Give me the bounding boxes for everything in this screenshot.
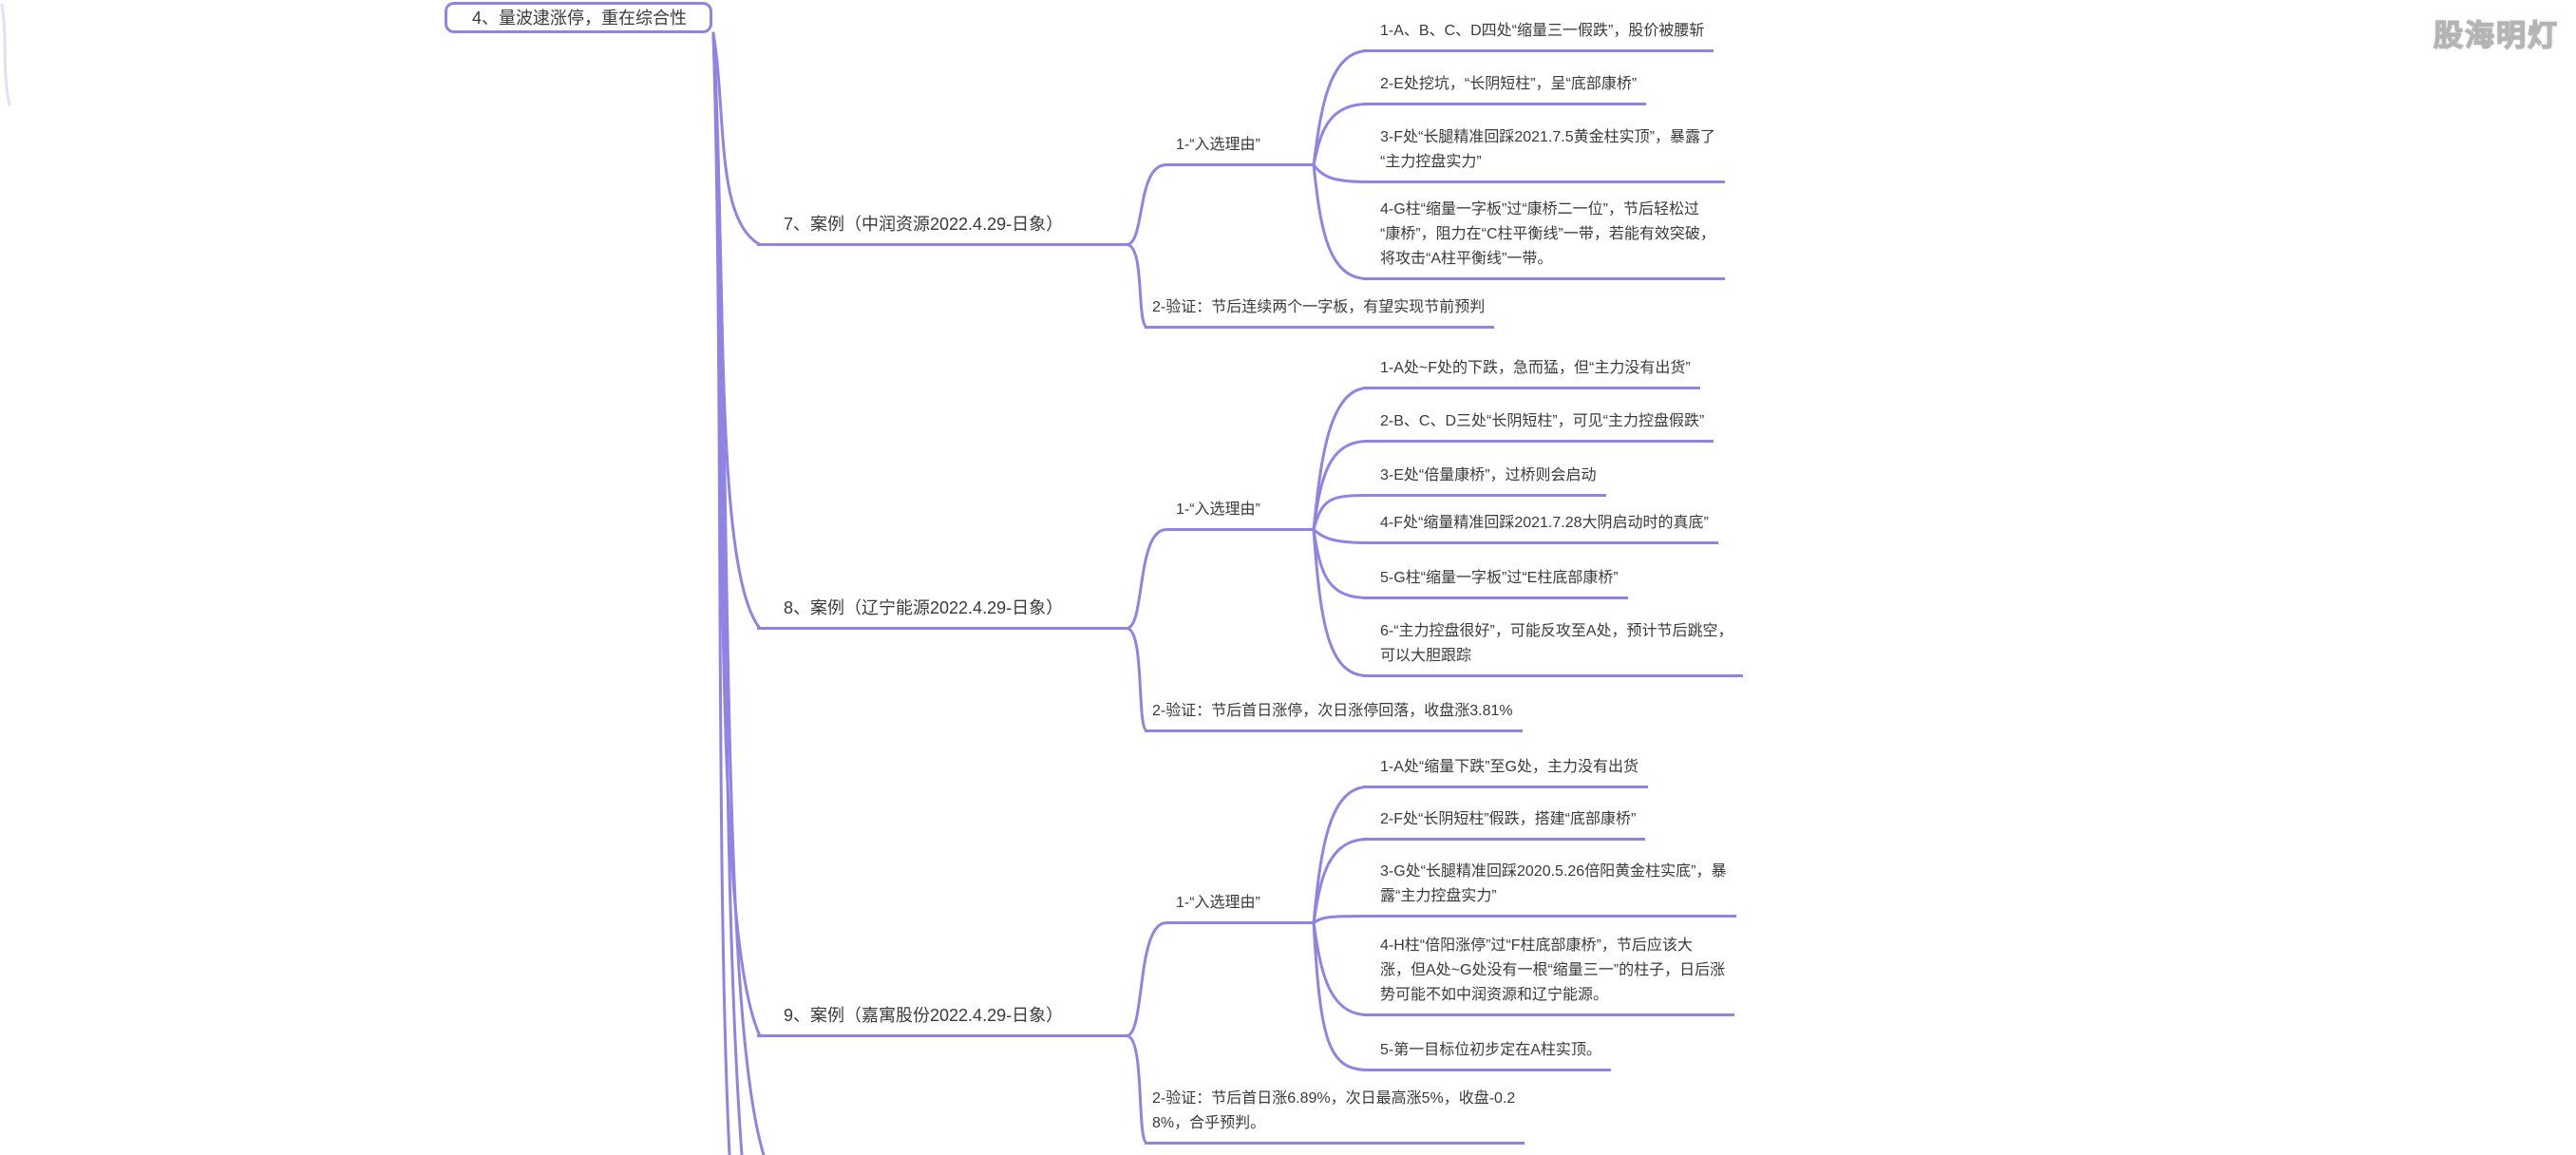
topic-case9-reason-3[interactable]: 3-G处“长腿精准回踩2020.5.26倍阳黄金柱实底”，暴 露“主力控盘实力” [1363,860,1736,918]
topic-case7-reason-3[interactable]: 3-F处“长腿精准回踩2021.7.5黄金柱实顶”，暴露了 “主力控盘实力” [1363,125,1725,183]
topic-case9-reason-5[interactable]: 5-第一目标位初步定在A柱实顶。 [1363,1038,1611,1071]
topic-case8-reason-2[interactable]: 2-B、C、D三处“长阴短柱”，可见“主力控盘假跌” [1363,409,1714,443]
connector-case8-leaf6 [1312,528,1370,677]
offscreen-parent-branch [0,3,11,106]
connector-root-offscreen-3 [711,31,766,1155]
topic-case7-validation[interactable]: 2-验证：节后连续两个一字板，有望实现节前预判 [1145,295,1495,329]
topic-case9-reason-4[interactable]: 4-H柱“倍阳涨停”过“F柱底部康桥”，节后应该大 涨，但A处~G处没有一根“缩… [1363,934,1735,1016]
topic-case8-reason-4[interactable]: 4-F处“缩量精准回踩2021.7.28大阴启动时的真底” [1363,511,1718,544]
topic-case9-reason-label[interactable]: 1-“入选理由” [1166,891,1314,924]
connector-case7-leaf1 [1312,49,1370,166]
connector-case9-leaf1 [1312,786,1370,924]
topic-case8-reason-5[interactable]: 5-G柱“缩量一字板”过“E柱底部康桥” [1363,566,1628,599]
connector-case8-leaf5 [1312,528,1370,599]
connector-case8-leaf4 [1312,528,1370,544]
topic-case9-reason-1[interactable]: 1-A处“缩量下跌”至G处，主力没有出货 [1363,755,1649,788]
connector-case9-leaf5 [1312,921,1370,1071]
topic-case7-reason-label[interactable]: 1-“入选理由” [1166,133,1314,166]
connector-case7-leaf4 [1312,163,1370,280]
topic-case7[interactable]: 7、案例（中润资源2022.4.29-日象） [757,212,1127,246]
connector-case8-validation [1125,627,1149,732]
connector-case8-reason [1125,528,1168,630]
topic-case8-reason-3[interactable]: 3-E处“倍量康桥”，过桥则会启动 [1363,464,1606,497]
connector-root-case7 [711,31,762,246]
topic-case9[interactable]: 9、案例（嘉寓股份2022.4.29-日象） [757,1003,1127,1037]
connector-case9-validation [1125,1034,1149,1145]
topic-case8-reason-6[interactable]: 6-“主力控盘很好”，可能反攻至A处，预计节后跳空， 可以大胆跟踪 [1363,619,1743,677]
case7-connectors [1125,49,1370,329]
topic-case7-reason-2[interactable]: 2-E处挖坑，“长阴短柱”，呈“底部康桥” [1363,72,1647,105]
topic-case8-reason-1[interactable]: 1-A处~F处的下跌，急而猛，但“主力没有出货” [1363,356,1700,389]
topic-case8-validation[interactable]: 2-验证：节后首日涨停，次日涨停回落，收盘涨3.81% [1145,699,1523,732]
topic-case7-reason-1[interactable]: 1-A、B、C、D四处“缩量三一假跌”，股价被腰斩 [1363,19,1714,52]
case8-connectors [1125,387,1370,732]
connector-case8-leaf2 [1312,440,1370,531]
topic-case7-reason-4[interactable]: 4-G柱“缩量一字板”过“康桥二一位”，节后轻松过 “康桥”，阻力在“C柱平衡线… [1363,198,1725,280]
connector-case9-leaf4 [1312,921,1370,1016]
topic-case9-validation[interactable]: 2-验证：节后首日涨6.89%，次日最高涨5%，收盘-0.2 8%，合乎预判。 [1145,1087,1525,1145]
watermark-label: 股海明灯 [2433,18,2559,52]
topic-case9-reason-2[interactable]: 2-F处“长阴短柱”假跌，搭建“底部康桥” [1363,807,1646,841]
root-topic[interactable]: 4、量波逮涨停，重在综合性 [445,2,712,33]
topic-case8[interactable]: 8、案例（辽宁能源2022.4.29-日象） [757,596,1127,630]
case9-connectors [1125,786,1370,1145]
connector-case7-leaf2 [1312,103,1370,166]
connector-case9-leaf2 [1312,838,1370,924]
connector-case7-reason [1125,163,1168,246]
topic-case8-reason-label[interactable]: 1-“入选理由” [1166,498,1314,531]
connector-case7-leaf3 [1312,163,1370,183]
connector-case7-validation [1125,243,1149,329]
connector-case9-leaf3 [1312,915,1370,924]
connector-root-offscreen-1 [711,31,731,1155]
connector-case9-reason [1125,921,1168,1037]
connector-case8-leaf3 [1312,494,1370,531]
trunk-connectors [711,31,766,1155]
